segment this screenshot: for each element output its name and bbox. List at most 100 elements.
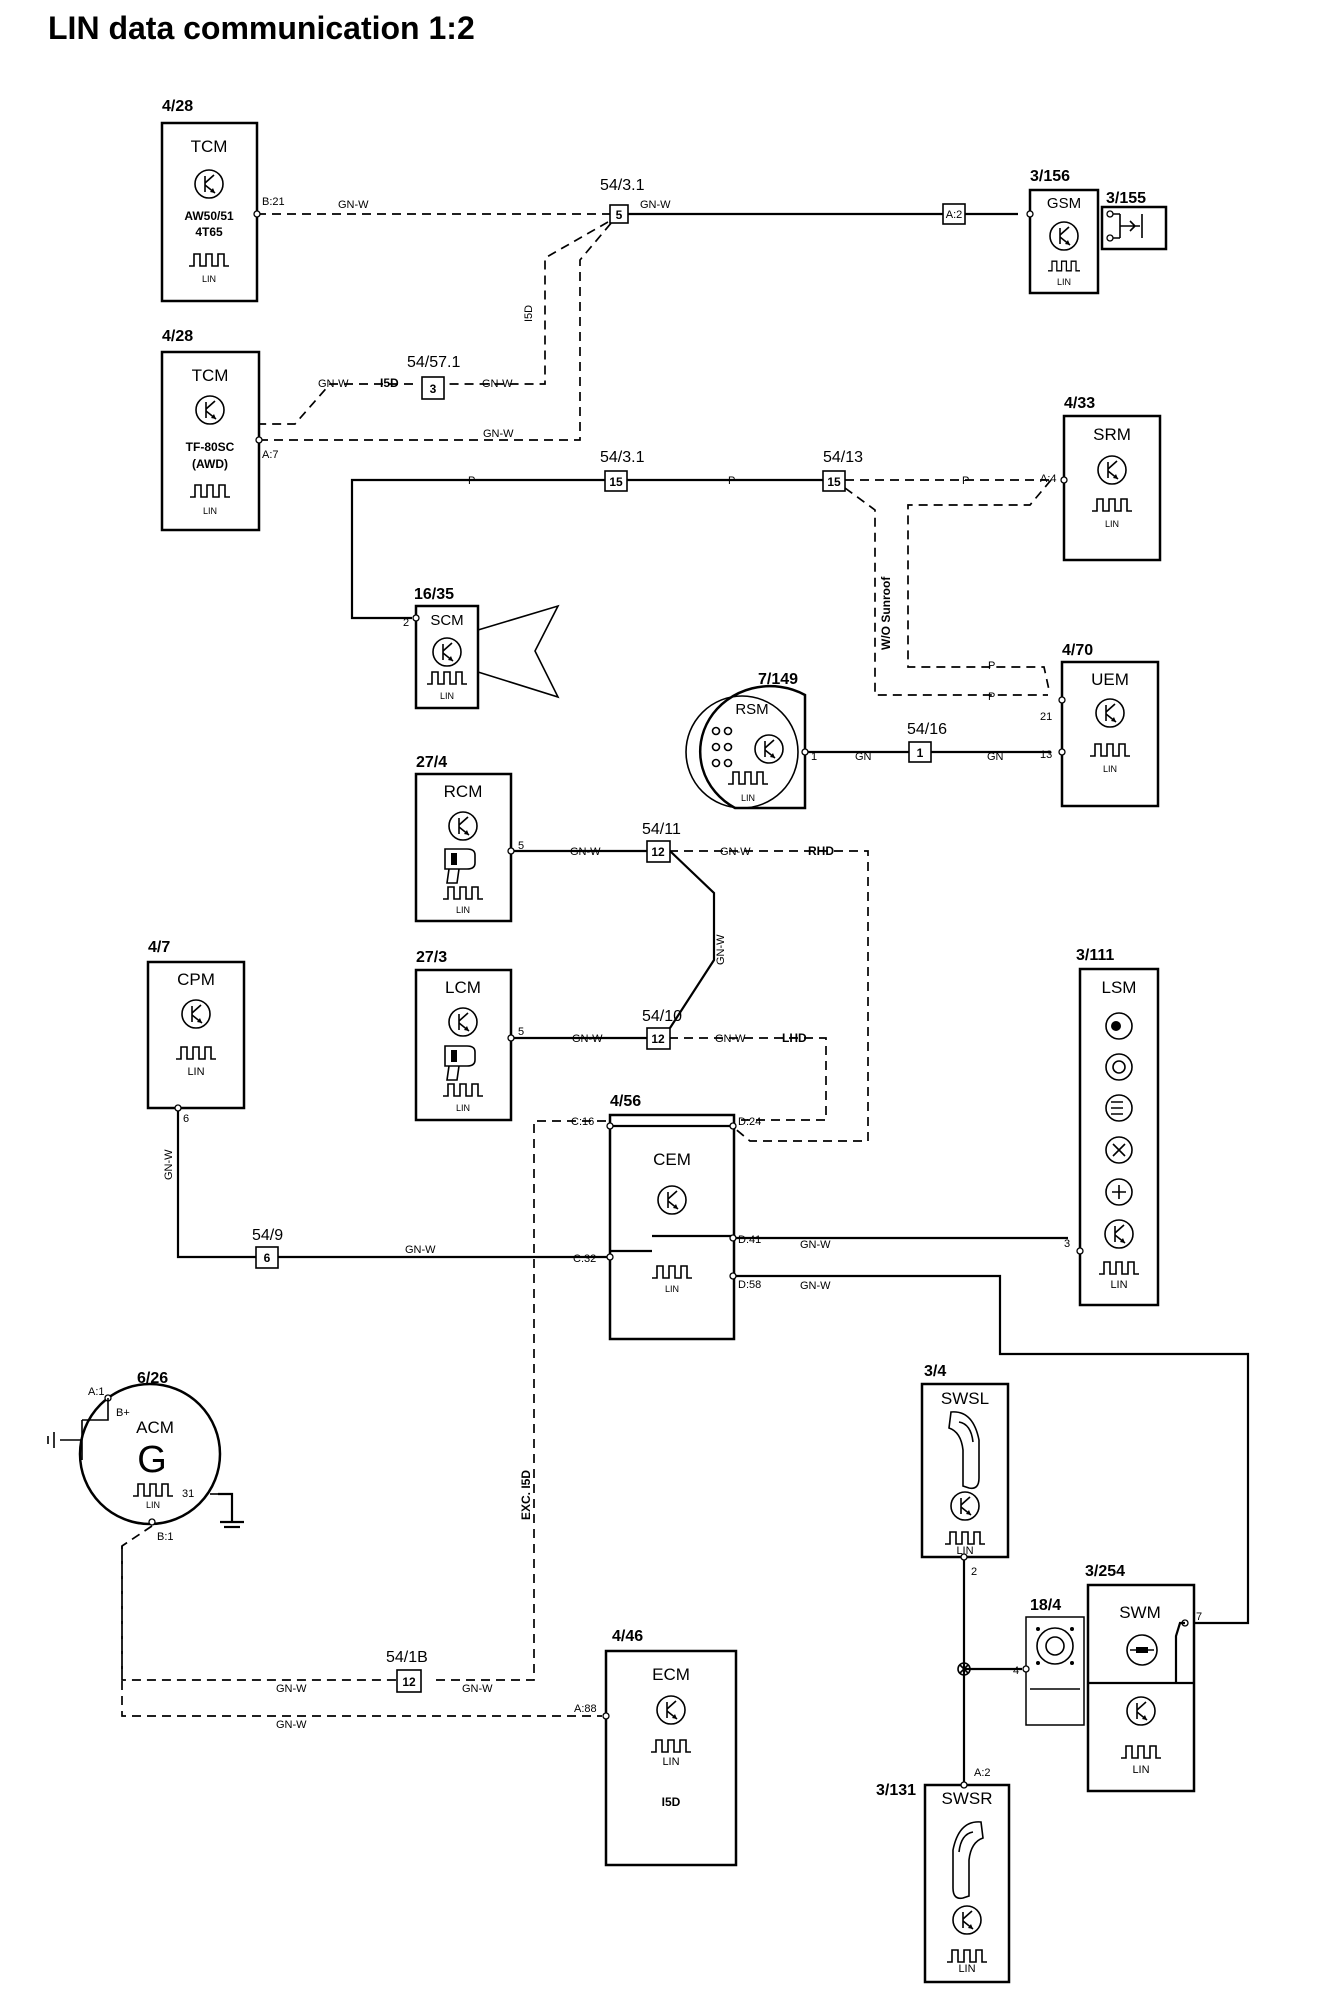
lin-label: LIN (662, 1756, 679, 1768)
module-name: RSM (735, 701, 768, 718)
note-wo-sunroof: W/O Sunroof (879, 576, 893, 650)
acm-bplus-label: B+ (116, 1407, 130, 1419)
lin-label: LIN (1110, 1279, 1127, 1291)
svg-text:54/9: 54/9 (252, 1227, 283, 1244)
wire-color: GN-W (338, 199, 369, 211)
wire-color: GN-W (572, 1033, 603, 1045)
svg-text:54/3.1: 54/3.1 (600, 177, 645, 194)
module-ref: 27/4 (416, 754, 447, 771)
svg-text:6: 6 (264, 1251, 271, 1265)
pin-label: 6 (183, 1113, 189, 1125)
pin-label: D:24 (738, 1116, 761, 1128)
module-uem: 4/70 UEM LIN 21 13 GN GN (855, 642, 1160, 808)
wire-color: GN-W (483, 428, 514, 440)
lin-label: LIN (1103, 764, 1117, 774)
module-variant: AW50/51 (184, 209, 234, 223)
svg-text:12: 12 (651, 1032, 665, 1046)
module-variant: TF-80SC (186, 440, 235, 454)
module-ref: 7/149 (758, 671, 798, 688)
wire-color: P (988, 691, 995, 703)
svg-text:5: 5 (616, 208, 623, 222)
lin-label: LIN (958, 1963, 975, 1975)
rain-drops-icon (711, 726, 733, 768)
svg-text:54/10: 54/10 (642, 1008, 682, 1025)
svg-text:1: 1 (917, 746, 924, 760)
pin-label: 5 (518, 1026, 524, 1038)
pin-label: 2 (403, 617, 409, 629)
wire-color: P (988, 660, 995, 672)
wires (121, 212, 1250, 1757)
wire-color: GN-W (276, 1719, 307, 1731)
module-name: GSM (1047, 195, 1081, 212)
module-name: TCM (192, 366, 229, 385)
lin-label: LIN (187, 1066, 204, 1078)
lin-label: LIN (1132, 1764, 1149, 1776)
switch-icon (1113, 213, 1143, 239)
wire-color: GN (855, 751, 872, 763)
wire-color: GN-W (163, 1149, 175, 1180)
pin-label: 1 (811, 751, 817, 763)
pin-label: A:4 (1040, 473, 1057, 485)
svg-text:54/3.1: 54/3.1 (600, 449, 645, 466)
pin-label: 2 (971, 1566, 977, 1578)
module-ref: 3/111 (1076, 947, 1114, 964)
pin-label: 5 (518, 840, 524, 852)
module-scm: 16/35 SCM LIN 2 (403, 586, 560, 710)
module-name: LSM (1102, 978, 1137, 997)
lin-label: LIN (665, 1284, 679, 1294)
connector-54-3-1-a: 54/3.1 5 (600, 177, 645, 224)
lin-label: LIN (956, 1545, 973, 1557)
wire-variant: I5D (523, 305, 535, 322)
generator-icon: G (137, 1439, 167, 1481)
svg-text:12: 12 (651, 845, 665, 859)
pin-label: A:7 (262, 449, 279, 461)
module-name: LCM (445, 978, 481, 997)
module-ref: 3/131 (876, 1782, 916, 1799)
connector-54-57-1: 54/57.1 3 (407, 354, 460, 400)
svg-text:54/1B: 54/1B (386, 1649, 428, 1666)
module-ref: 3/254 (1085, 1563, 1125, 1580)
module-ref: 4/70 (1062, 642, 1093, 659)
connector-54-1b: 54/1B 12 (386, 1649, 428, 1693)
wire-color: GN-W (570, 846, 601, 858)
connector-54-13: 54/13 15 (822, 449, 863, 492)
svg-text:54/16: 54/16 (907, 721, 947, 738)
siren-icon (477, 604, 560, 699)
module-ref: 27/3 (416, 949, 447, 966)
connector-gsm-a2: A:2 (942, 203, 966, 225)
module-name: TCM (191, 137, 228, 156)
pin-label: 7 (1196, 1611, 1202, 1623)
note-lhd: LHD (782, 1031, 807, 1045)
pin-label: 21 (1040, 711, 1052, 723)
pin-label: D:41 (738, 1234, 761, 1246)
wire-color: GN (987, 751, 1004, 763)
module-gsm: 3/156 GSM LIN 3/155 GN-W I5D (523, 168, 1168, 322)
module-name: SCM (430, 612, 463, 629)
svg-text:54/11: 54/11 (642, 821, 681, 838)
module-name: ECM (652, 1665, 690, 1684)
module-name: CEM (653, 1150, 691, 1169)
module-ref: 4/56 (610, 1093, 641, 1110)
wire-color: GN-W (715, 934, 727, 965)
wire-color: P (962, 475, 969, 487)
pin-label: 3 (1064, 1238, 1070, 1250)
module-ref: 4/7 (148, 939, 170, 956)
module-name: CPM (177, 970, 215, 989)
module-ref: 4/46 (612, 1628, 643, 1645)
connector-54-11: 54/11 12 (642, 821, 681, 863)
module-variant: 4T65 (195, 225, 223, 239)
module-ref: 4/28 (162, 98, 193, 115)
module-rcm: 27/4 RCM LIN 5 GN-W GN-W RHD GN-W (414, 754, 834, 965)
wire-color: GN-W (462, 1683, 493, 1695)
lin-label: LIN (456, 905, 470, 915)
module-ref: 6/26 (137, 1370, 168, 1387)
lin-label: LIN (146, 1500, 160, 1510)
steering-wheel-icon (1126, 1634, 1158, 1666)
module-cem: 4/56 CEM LIN C:16 D:24 C:32 D:41 D:58 (571, 1093, 761, 1341)
pin-label: 31 (182, 1488, 194, 1500)
module-variant: (AWD) (192, 457, 228, 471)
lin-label: LIN (202, 274, 216, 284)
lin-label: LIN (203, 506, 217, 516)
module-name: SWSR (942, 1789, 993, 1808)
